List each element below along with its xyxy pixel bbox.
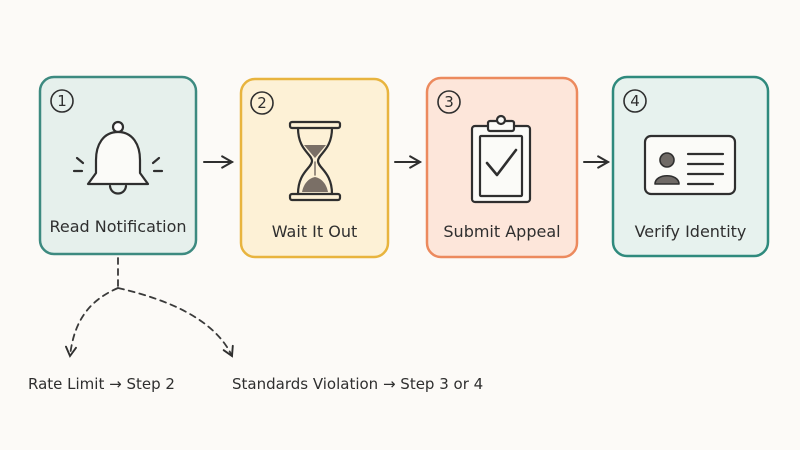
- step-3-number-circle: [437, 90, 461, 114]
- branch-left: [65, 287, 119, 358]
- hourglass-icon: [288, 120, 342, 202]
- step-3-number: 3: [444, 93, 454, 111]
- id-card-icon: [643, 134, 737, 196]
- step-2-number-circle: [250, 91, 274, 115]
- step-1-number-circle: [50, 89, 74, 113]
- branch-connectors: [65, 257, 234, 358]
- step-4-number-circle: [623, 89, 647, 113]
- bell-icon: [72, 120, 164, 195]
- branch-right: [117, 287, 234, 358]
- clipboard-check-icon: [470, 114, 532, 204]
- step-1-label: Read Notification: [49, 217, 187, 236]
- step-2-label: Wait It Out: [271, 222, 358, 241]
- step-4-label: Verify Identity: [634, 222, 747, 241]
- step-1-number: 1: [57, 92, 67, 110]
- step-4-number: 4: [630, 92, 640, 110]
- branch-label-rate-limit: Rate Limit → Step 2: [28, 375, 175, 393]
- branch-label-standards-violation: Standards Violation → Step 3 or 4: [232, 375, 484, 393]
- step-3-label: Submit Appeal: [443, 222, 561, 241]
- step-2-number: 2: [257, 94, 267, 112]
